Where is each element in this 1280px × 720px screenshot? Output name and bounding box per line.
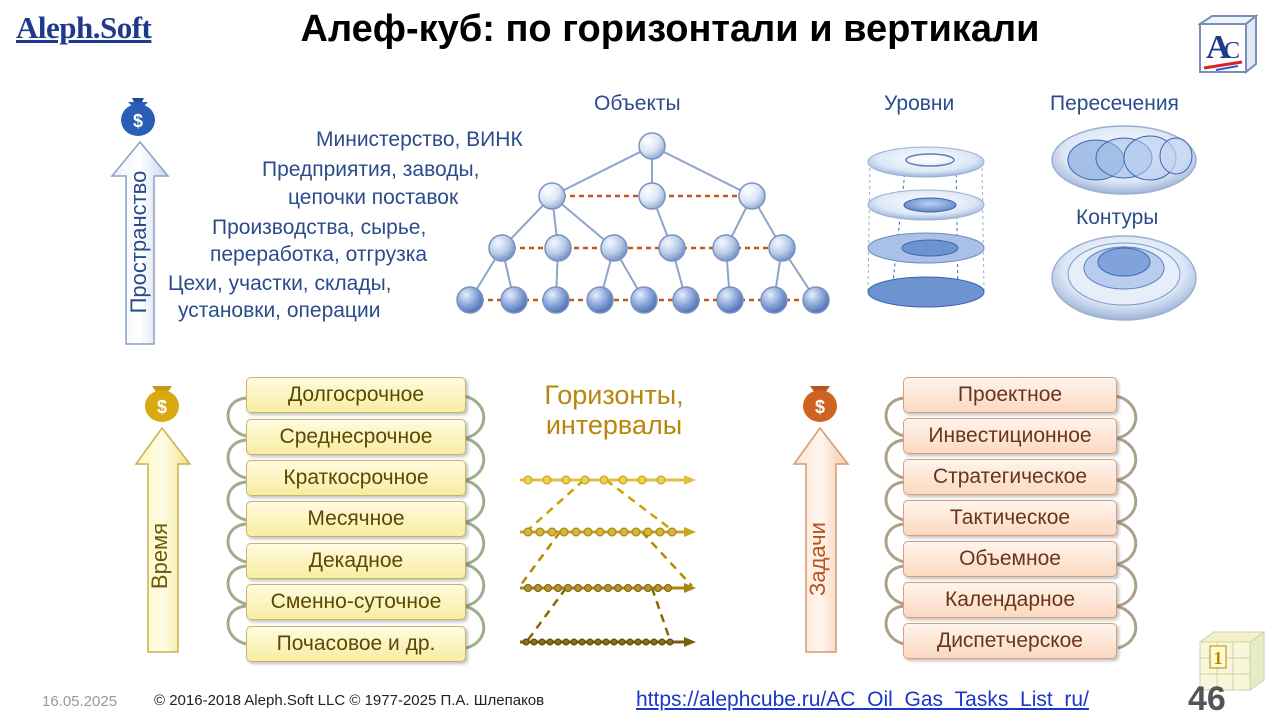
contours-diagram	[1051, 235, 1197, 321]
tasks-curved-arrows	[884, 394, 1138, 650]
horizon-line-4	[520, 637, 696, 647]
levels-diagram	[867, 146, 985, 308]
svg-text:A: A	[1206, 29, 1231, 66]
task-item: Тактическое	[903, 500, 1117, 536]
horizons-heading: Горизонты, интервалы	[544, 380, 684, 440]
aleph-soft-logo: Aleph.Soft	[16, 10, 152, 45]
tasks-axis-label: Задачи	[805, 522, 830, 596]
space-axis-label: Пространство	[126, 170, 151, 314]
time-item: Сменно-суточное	[246, 584, 466, 620]
footer-link[interactable]: https://alephcube.ru/AC_Oil_Gas_Tasks_Li…	[636, 688, 1089, 711]
time-item: Краткосрочное	[246, 460, 466, 496]
task-item: Объемное	[903, 541, 1117, 577]
intersections-diagram	[1051, 125, 1197, 195]
contours-heading: Контуры	[1076, 206, 1159, 229]
time-curved-arrows	[226, 394, 486, 650]
horizon-line-1	[520, 475, 696, 485]
hierarchy-level-3b: переработка, отгрузка	[210, 243, 428, 266]
time-item: Долгосрочное	[246, 377, 466, 413]
hierarchy-level-4b: установки, операции	[178, 299, 381, 322]
time-axis-arrow	[134, 426, 192, 653]
svg-text:$: $	[815, 397, 825, 417]
objects-tree-nodes	[456, 132, 830, 314]
space-axis-arrow	[110, 140, 170, 345]
footer-date: 16.05.2025	[42, 693, 118, 710]
horizon-line-2	[520, 527, 696, 537]
objects-heading: Объекты	[594, 92, 681, 115]
svg-text:$: $	[157, 397, 167, 417]
horizon-line-3	[520, 583, 696, 593]
task-item: Проектное	[903, 377, 1117, 413]
time-item: Среднесрочное	[246, 419, 466, 455]
time-item: Месячное	[246, 501, 466, 537]
aleph-cube-logo-icon: A C	[1198, 14, 1258, 75]
tasks-axis-arrow	[792, 426, 850, 653]
objects-tree-links	[470, 194, 816, 302]
footer-copyright: © 2016-2018 Aleph.Soft LLC © 1977-2025 П…	[154, 692, 545, 709]
money-bag-icon: $	[803, 386, 837, 422]
svg-text:1: 1	[1214, 648, 1223, 668]
hierarchy-level-2b: цепочки поставок	[288, 186, 459, 209]
svg-text:$: $	[133, 111, 143, 131]
slide-title: Алеф-куб: по горизонтали и вертикали	[300, 8, 1040, 50]
money-bag-icon: $	[145, 386, 179, 422]
hierarchy-level-4a: Цехи, участки, склады,	[168, 272, 392, 295]
time-axis-label: Время	[147, 522, 172, 590]
time-item: Почасовое и др.	[246, 626, 466, 662]
task-item: Стратегическое	[903, 459, 1117, 495]
intersections-heading: Пересечения	[1050, 92, 1179, 115]
hierarchy-level-2a: Предприятия, заводы,	[262, 158, 480, 181]
task-item: Календарное	[903, 582, 1117, 618]
horizon-lines	[518, 475, 696, 647]
levels-heading: Уровни	[884, 92, 955, 115]
hierarchy-level-3a: Производства, сырье,	[212, 216, 427, 239]
task-item: Инвестиционное	[903, 418, 1117, 454]
task-item: Диспетчерское	[903, 623, 1117, 659]
time-item: Декадное	[246, 543, 466, 579]
svg-text:C: C	[1224, 38, 1240, 64]
page-cube-icon: 1	[1198, 631, 1266, 691]
page-number: 46	[1188, 680, 1226, 718]
money-bag-icon: $	[121, 98, 155, 136]
objects-tree	[469, 145, 817, 301]
hierarchy-level-1: Министерство, ВИНК	[316, 128, 523, 151]
